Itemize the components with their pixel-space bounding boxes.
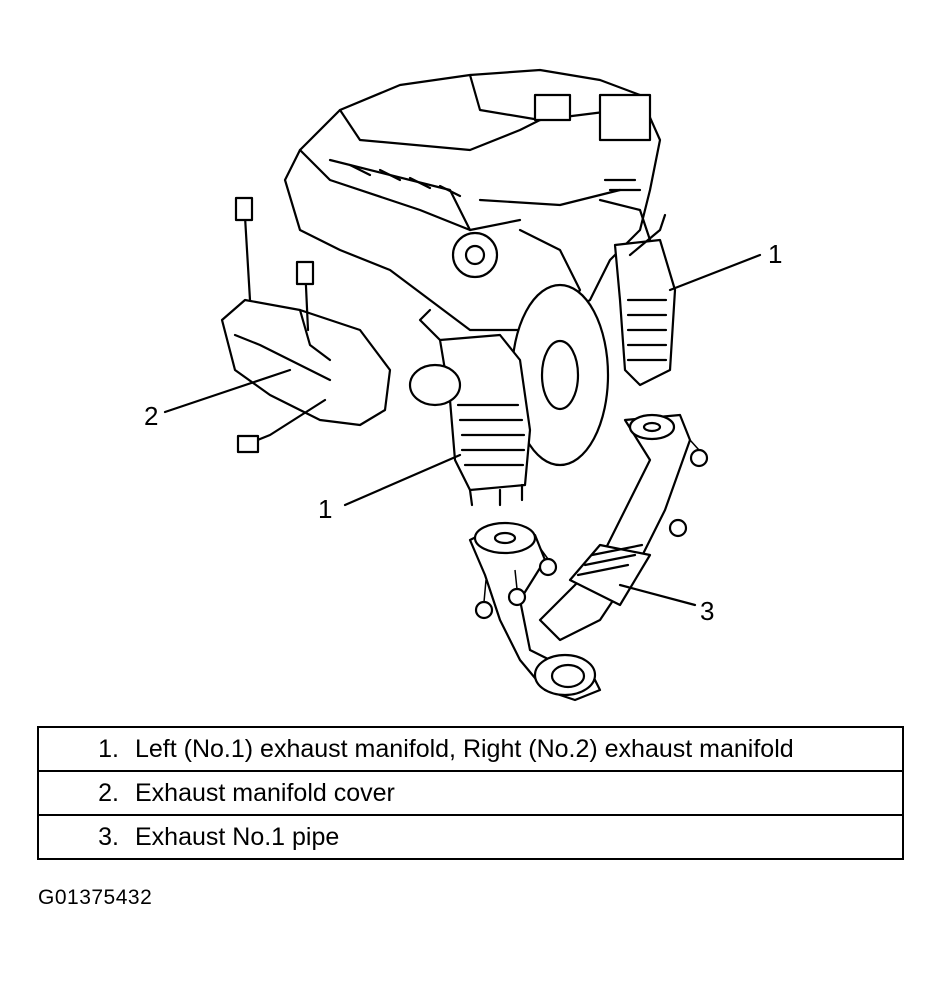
left-exhaust-manifold (408, 308, 532, 507)
callout-1-lower: 1 (318, 494, 332, 524)
flywheel (510, 283, 610, 467)
legend-number: 3. (38, 814, 121, 859)
legend-row: 2. Exhaust manifold cover (38, 770, 903, 815)
engine-block (283, 68, 662, 332)
exhaust-no1-pipe (468, 413, 709, 702)
bolts (234, 196, 327, 454)
callout-1-right: 1 (768, 239, 782, 269)
legend-text: Left (No.1) exhaust manifold, Right (No.… (135, 734, 794, 763)
legend-row: 3. Exhaust No.1 pipe (38, 814, 903, 859)
callout-2: 2 (144, 401, 158, 431)
legend-row: 1. Left (No.1) exhaust manifold, Right (… (38, 727, 903, 771)
callout-3: 3 (700, 596, 714, 626)
legend-number: 2. (38, 770, 121, 815)
legend-table: 1. Left (No.1) exhaust manifold, Right (… (37, 726, 904, 860)
engine-exhaust-illustration: 1 1 2 3 (144, 68, 782, 702)
legend-text: Exhaust manifold cover (135, 770, 903, 815)
legend-number: 1. (98, 734, 119, 763)
figure-id: G01375432 (38, 886, 153, 909)
leader-lines (163, 253, 762, 607)
legend-text: Exhaust No.1 pipe (135, 814, 903, 859)
right-exhaust-manifold (613, 213, 677, 387)
exhaust-manifold-cover (220, 298, 392, 427)
